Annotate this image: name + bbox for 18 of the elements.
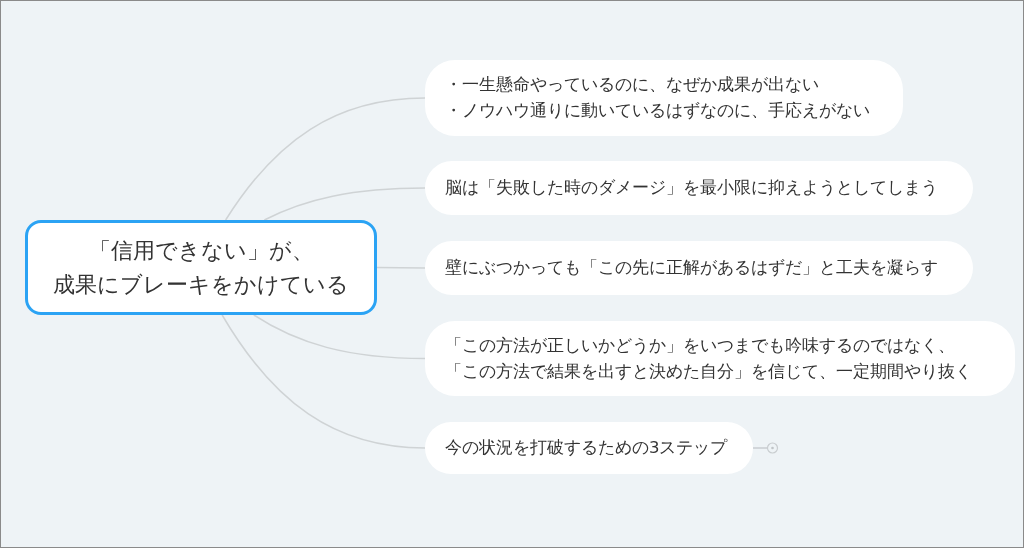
connector-line — [253, 314, 426, 360]
central-topic-box — [25, 220, 377, 315]
topic-text: 今の状況を打破するための3ステップ — [445, 437, 728, 459]
topic-box — [425, 422, 753, 474]
connector-line — [263, 187, 426, 221]
topic-box — [425, 161, 973, 215]
topic-box — [425, 241, 973, 295]
connector-line — [224, 97, 426, 221]
central-topic-text: 「信用できない」が、成果にブレーキをかけている — [52, 236, 350, 299]
topic-text: 壁にぶつかっても「この先に正解があるはずだ」と工夫を凝らす — [445, 257, 938, 279]
connector-line — [221, 314, 426, 449]
topic-box — [425, 60, 903, 136]
topic-text: ・ノウハウ通りに動いているはずなのに、手応えがない — [445, 100, 870, 122]
connector-line — [376, 266, 426, 269]
topic-text: ・一生懸命やっているのに、なぜか成果が出ない — [445, 74, 819, 96]
topic-text: 脳は「失敗した時のダメージ」を最小限に抑えようとしてしまう — [445, 177, 938, 199]
topic-text: 「この方法が正しいかどうか」をいつまでも吟味するのではなく、「この方法で結果を出すと決めた自分」を信じて、一定期間やり抜く — [445, 334, 973, 383]
topic-box — [425, 321, 1015, 396]
